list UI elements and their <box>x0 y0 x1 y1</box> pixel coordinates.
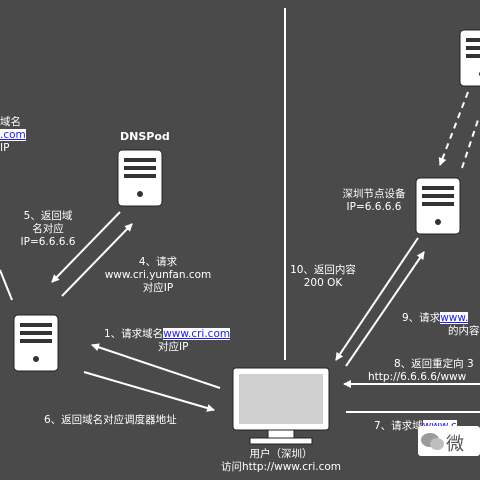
step8-label: 8、返回重定向 3 http://6.6.6.6/www <box>368 358 474 384</box>
step9-link[interactable]: www. <box>440 312 469 324</box>
step1-line2: 对应IP <box>158 341 189 353</box>
step8-line2: http://6.6.6.6/www <box>368 371 467 383</box>
arrow-step10 <box>335 237 419 361</box>
step6-label: 6、返回域名对应调度器地址 <box>44 414 177 426</box>
step5-line3: IP=6.6.6.6 <box>20 236 76 248</box>
step4-line1: 4、请求 <box>138 256 178 268</box>
step9-prefix: 9、请求 <box>402 312 441 324</box>
top-left-label: 域名 .com IP <box>0 116 26 155</box>
step7-prefix: 7、请求域 <box>374 420 423 432</box>
user-subtitle: 访问http://www.cri.com <box>220 461 342 473</box>
shenzhen-node-label: 深圳节点设备 IP=6.6.6.6 <box>334 188 414 214</box>
watermark-text: 微 <box>446 434 464 455</box>
step5-line2: 名对应 <box>32 223 64 235</box>
step1-link[interactable]: www.cri.com <box>163 328 231 340</box>
dashed-arrow-a <box>438 91 469 166</box>
step4-line3: 对应IP <box>142 282 174 294</box>
dnspod-title: DNSPod <box>120 130 170 143</box>
arrow-step6 <box>83 371 215 412</box>
step5-line1: 5、返回域 <box>23 210 73 222</box>
top-left-line1: 域名 <box>0 116 21 128</box>
step1-prefix: 1、请求域名 <box>104 328 164 340</box>
top-left-link[interactable]: .com <box>0 129 26 141</box>
step4-line2: www.cri.yunfan.com <box>104 269 212 281</box>
user-label: 用户（深圳） 访问http://www.cri.com <box>196 448 366 474</box>
step9-label: 9、请求www. 的内容 <box>402 312 480 338</box>
user-title: 用户（深圳） <box>249 448 313 460</box>
arrow-step1 <box>91 343 221 389</box>
step5-label: 5、返回域 名对应 IP=6.6.6.6 <box>4 210 92 249</box>
arrow-top-left <box>0 269 13 301</box>
server-icon <box>117 149 163 207</box>
step8-line1: 8、返回重定向 3 <box>394 358 474 370</box>
watermark: 微 <box>418 426 480 456</box>
shenzhen-node-title: 深圳节点设备 <box>342 188 406 200</box>
wechat-icon <box>421 433 444 450</box>
server-icon <box>459 29 480 87</box>
server-icon <box>415 177 461 235</box>
step10-line1: 10、返回内容 <box>290 264 356 276</box>
arrow-step4 <box>61 223 133 297</box>
step9-line2: 的内容 <box>448 325 480 337</box>
top-left-line3: IP <box>0 142 10 154</box>
server-icon <box>13 314 59 372</box>
arrow-step9 <box>345 251 425 367</box>
step10-label: 10、返回内容 200 OK <box>286 264 360 290</box>
shenzhen-node-ip: IP=6.6.6.6 <box>346 201 402 213</box>
step1-label: 1、请求域名www.cri.com 对应IP <box>104 328 231 354</box>
step10-line2: 200 OK <box>303 277 343 289</box>
dashed-arrow-b <box>461 119 479 169</box>
monitor-icon <box>232 367 330 445</box>
step4-label: 4、请求 www.cri.yunfan.com 对应IP <box>96 256 220 295</box>
arrow-step5 <box>51 211 121 283</box>
